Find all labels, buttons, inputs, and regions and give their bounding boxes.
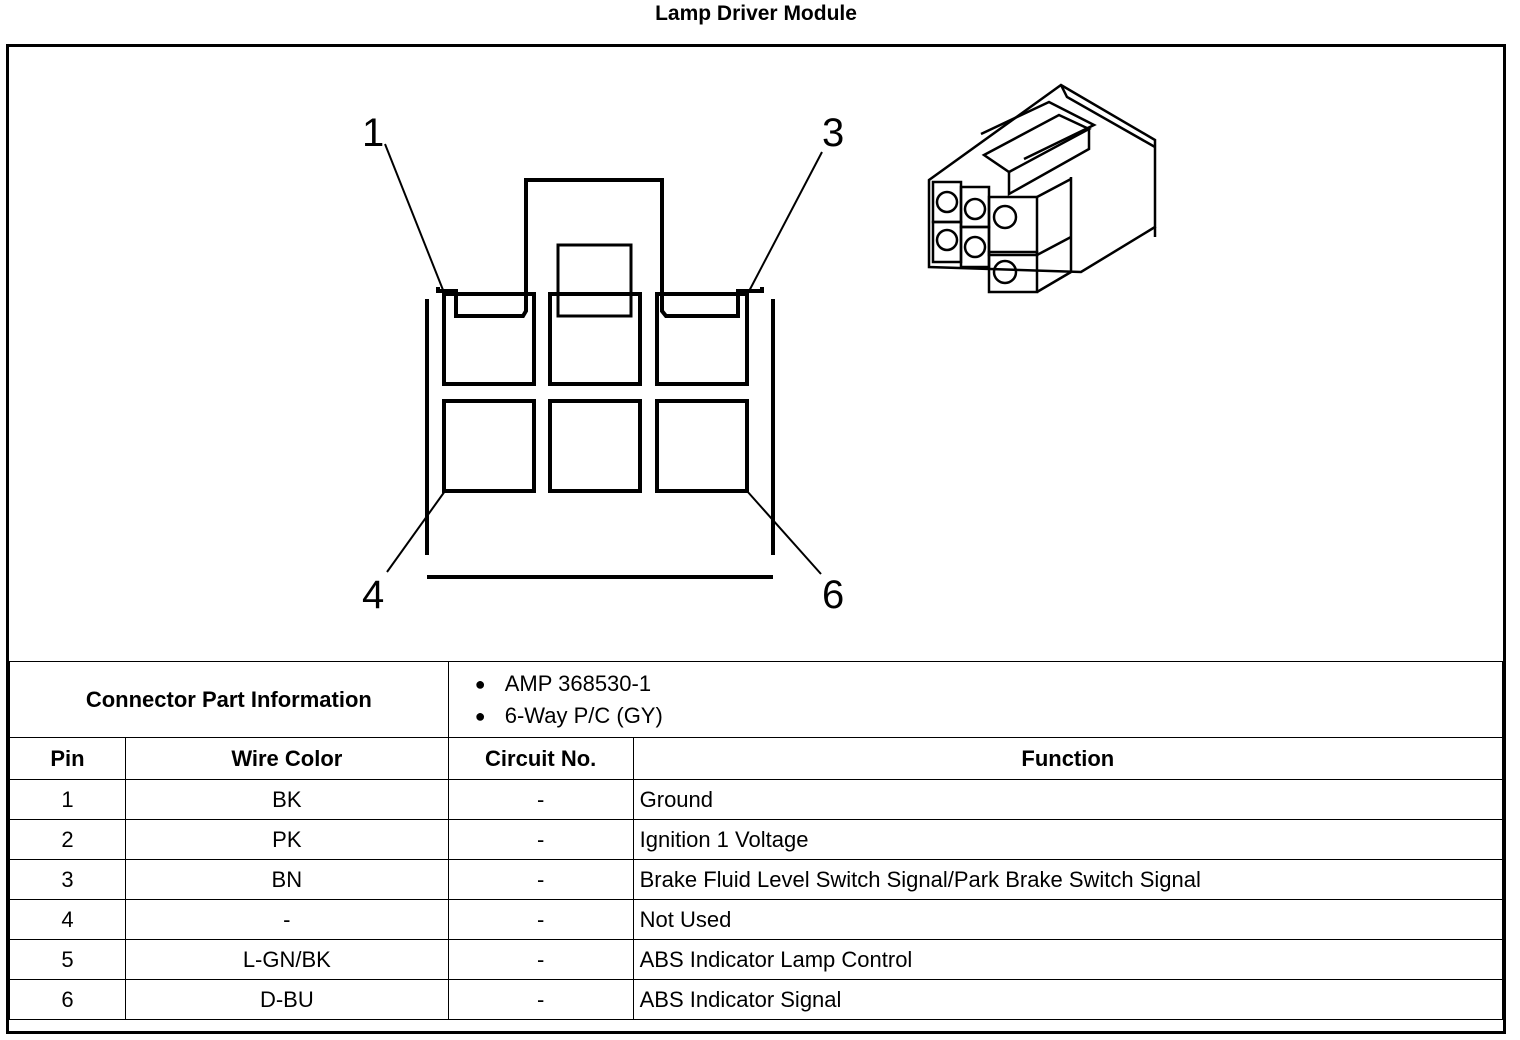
circuit-cell: -: [447, 819, 634, 860]
pin-callout-3: 3: [822, 111, 845, 155]
function-cell: Not Used: [632, 899, 1504, 940]
table-row: 5 L-GN/BK - ABS Indicator Lamp Control: [9, 939, 1504, 980]
circuit-cell: -: [447, 979, 634, 1020]
pin-callout-6: 6: [822, 573, 845, 617]
table-row: 2 PK - Ignition 1 Voltage: [9, 819, 1504, 860]
pin-cell: 2: [9, 819, 126, 860]
pin-cell: 3: [9, 859, 126, 900]
pin-cell: 5: [9, 939, 126, 980]
pin-callout-1: 1: [362, 111, 385, 155]
circuit-cell: -: [447, 939, 634, 980]
circuit-cell: -: [447, 859, 634, 900]
wire-color-cell: BN: [124, 859, 449, 900]
connector-info-list: AMP 368530-1 6-Way P/C (GY): [455, 668, 1496, 732]
function-cell: Brake Fluid Level Switch Signal/Park Bra…: [632, 859, 1504, 900]
connector-info-item: AMP 368530-1: [475, 668, 1496, 700]
circuit-cell: -: [447, 899, 634, 940]
wire-color-cell: BK: [124, 779, 449, 820]
table-row: 4 - - Not Used: [9, 899, 1504, 940]
connector-face-drawing: [384, 83, 1157, 579]
connector-info-list-cell: AMP 368530-1 6-Way P/C (GY): [447, 661, 1504, 738]
header-function: Function: [632, 737, 1504, 780]
page-title: Lamp Driver Module: [655, 2, 857, 25]
wire-color-cell: L-GN/BK: [124, 939, 449, 980]
wire-color-cell: -: [124, 899, 449, 940]
connector-info-label: Connector Part Information: [9, 661, 449, 738]
function-cell: Ground: [632, 779, 1504, 820]
wire-color-cell: D-BU: [124, 979, 449, 1020]
function-cell: ABS Indicator Signal: [632, 979, 1504, 1020]
connector-info-row: Connector Part Information AMP 368530-1 …: [9, 661, 1504, 738]
pin-cell: 6: [9, 979, 126, 1020]
header-wire-color: Wire Color: [124, 737, 449, 780]
table-row: 3 BN - Brake Fluid Level Switch Signal/P…: [9, 859, 1504, 900]
function-cell: Ignition 1 Voltage: [632, 819, 1504, 860]
table-row: 1 BK - Ground: [9, 779, 1504, 820]
table-row: 6 D-BU - ABS Indicator Signal: [9, 979, 1504, 1020]
header-pin: Pin: [9, 737, 126, 780]
pinout-table: Connector Part Information AMP 368530-1 …: [9, 661, 1504, 1020]
function-cell: ABS Indicator Lamp Control: [632, 939, 1504, 980]
header-circuit-no: Circuit No.: [447, 737, 634, 780]
wire-color-cell: PK: [124, 819, 449, 860]
pin-callout-4: 4: [362, 573, 385, 617]
pin-cell: 4: [9, 899, 126, 940]
pin-cell: 1: [9, 779, 126, 820]
connector-info-item: 6-Way P/C (GY): [475, 700, 1496, 732]
connector-diagram: 1 3 4 6: [9, 47, 1503, 661]
connector-sheet: 1 3 4 6 Connector Part Information AMP 3…: [6, 44, 1506, 1034]
table-header-row: Pin Wire Color Circuit No. Function: [9, 737, 1504, 780]
circuit-cell: -: [447, 779, 634, 820]
connector-3d-icon: [927, 83, 1157, 294]
